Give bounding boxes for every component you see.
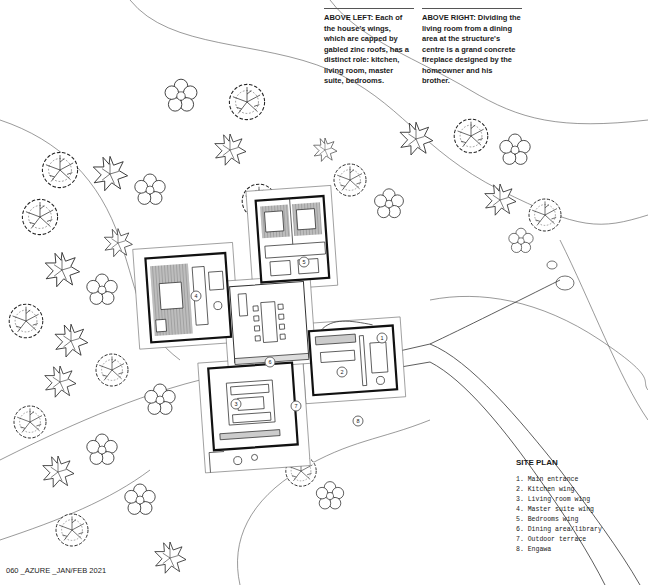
callout-number: 6 (265, 357, 276, 368)
callout-number: 3 (231, 399, 242, 410)
photo-caption: ABOVE RIGHT: Dividing the living room fr… (422, 8, 522, 87)
plan-title: SITE PLAN (516, 458, 558, 467)
page-footer: 060 _AZURE _JAN/FEB 2021 (6, 566, 106, 575)
legend-item: 7. Outdoor terrace (516, 536, 586, 543)
photo-caption: ABOVE LEFT: Each of the house's wings, w… (324, 8, 414, 87)
callout-number: 1 (377, 333, 388, 344)
legend-item: 6. Dining area/library (516, 526, 602, 533)
legend-item: 3. Living room wing (516, 496, 590, 503)
callout-number: 4 (191, 291, 202, 302)
legend-item: 2. Kitchen wing (516, 486, 575, 493)
callout-number: 8 (353, 416, 364, 427)
legend-item: 5. Bedrooms wing (516, 516, 578, 523)
legend-item: 1. Main entrance (516, 476, 578, 483)
callout-number: 7 (291, 401, 302, 412)
callout-number: 5 (299, 257, 310, 268)
legend-item: 4. Master suite wing (516, 506, 594, 513)
legend-item: 8. Engawa (516, 546, 551, 553)
callout-number: 2 (337, 367, 348, 378)
